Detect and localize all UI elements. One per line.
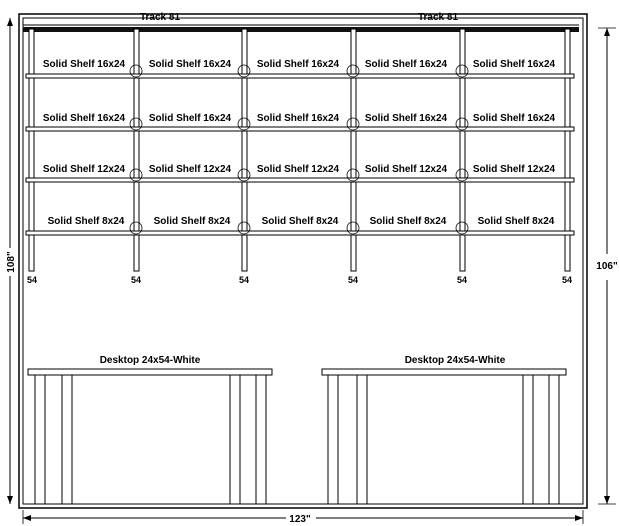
shelf-label: Solid Shelf 16x24 xyxy=(43,113,126,124)
desktop-board xyxy=(27,368,273,376)
bracket-icon xyxy=(237,168,251,182)
bracket-icon xyxy=(346,168,360,182)
upright xyxy=(133,28,140,272)
shelf-label: Solid Shelf 16x24 xyxy=(473,113,556,124)
shelf-label: Solid Shelf 16x24 xyxy=(365,113,448,124)
shelf-label: Solid Shelf 16x24 xyxy=(365,59,448,70)
uprights xyxy=(28,28,571,272)
shelf-label: Solid Shelf 8x24 xyxy=(48,216,125,227)
shelf-label: Solid Shelf 16x24 xyxy=(473,59,556,70)
dimension-width: 123" xyxy=(22,510,584,525)
desk-right: Desktop 24x54-White xyxy=(321,355,567,505)
desk-leg xyxy=(548,374,560,505)
shelf-label: Solid Shelf 8x24 xyxy=(478,216,555,227)
desk-leg xyxy=(356,374,368,505)
upright xyxy=(459,28,466,272)
bracket-icon xyxy=(346,117,360,131)
shelf-board-row-1 xyxy=(25,73,575,79)
bracket-icon xyxy=(237,64,251,78)
upright xyxy=(564,28,571,272)
shelf-label: Solid Shelf 8x24 xyxy=(154,216,231,227)
top-track-bar xyxy=(23,27,579,32)
shelf-label: Solid Shelf 12x24 xyxy=(43,164,126,175)
shelf-label: Solid Shelf 16x24 xyxy=(149,59,232,70)
desk-leg xyxy=(522,374,534,505)
brackets xyxy=(129,64,469,235)
upright-length-label: 54 xyxy=(131,275,141,285)
bracket-icon xyxy=(129,168,143,182)
wall-frame-inner xyxy=(22,17,584,505)
arrow-down-icon xyxy=(7,496,13,504)
upright-length-label: 54 xyxy=(348,275,358,285)
desk-leg xyxy=(61,374,73,505)
shelf-board-row-2 xyxy=(25,126,575,132)
shelf-label: Solid Shelf 16x24 xyxy=(43,59,126,70)
bracket-icon xyxy=(237,221,251,235)
wall-frame-outer xyxy=(18,13,588,509)
bracket-icon xyxy=(129,117,143,131)
dimension-height-left: 108" xyxy=(3,18,17,504)
arrow-up-icon xyxy=(7,18,13,26)
upright-labels: 54 54 54 54 54 54 xyxy=(27,275,572,285)
bracket-icon xyxy=(455,168,469,182)
track-label-right: Track 81 xyxy=(418,12,458,23)
arrow-left-icon xyxy=(23,515,31,521)
desktop-board xyxy=(321,368,567,376)
upright xyxy=(241,28,248,272)
shelf-labels: Solid Shelf 16x24 Solid Shelf 16x24 Soli… xyxy=(43,59,556,227)
shelf-board-row-4 xyxy=(25,230,575,236)
shelf-label: Solid Shelf 16x24 xyxy=(149,113,232,124)
track-label-left: Track 81 xyxy=(140,12,180,23)
desk-left: Desktop 24x54-White xyxy=(27,355,273,505)
shelves xyxy=(25,73,575,236)
arrow-down-icon xyxy=(604,496,610,504)
dimension-label-bg xyxy=(3,248,17,276)
arrow-right-icon xyxy=(575,515,583,521)
shelf-label: Solid Shelf 16x24 xyxy=(257,59,340,70)
dimension-height-right: 106" xyxy=(596,27,618,505)
desk-leg xyxy=(229,374,241,505)
shelf-label: Solid Shelf 12x24 xyxy=(149,164,232,175)
upright xyxy=(28,28,35,272)
upright-length-label: 54 xyxy=(457,275,467,285)
shelf-label: Solid Shelf 16x24 xyxy=(257,113,340,124)
dimension-label-height-left: 108" xyxy=(6,251,17,273)
shelf-label: Solid Shelf 8x24 xyxy=(262,216,339,227)
bracket-icon xyxy=(129,64,143,78)
dimension-label-height-right: 106" xyxy=(596,261,618,272)
desk-label-right: Desktop 24x54-White xyxy=(405,355,506,366)
desk-label-left: Desktop 24x54-White xyxy=(100,355,201,366)
dimension-label-width: 123" xyxy=(289,514,311,525)
shelf-label: Solid Shelf 8x24 xyxy=(370,216,447,227)
upright xyxy=(350,28,357,272)
upright-length-label: 54 xyxy=(27,275,37,285)
desk-leg xyxy=(34,374,46,505)
bracket-icon xyxy=(346,64,360,78)
dimension-label-bg xyxy=(599,254,615,280)
bracket-icon xyxy=(455,221,469,235)
shelf-label: Solid Shelf 12x24 xyxy=(365,164,448,175)
bracket-icon xyxy=(346,221,360,235)
bracket-icon xyxy=(129,221,143,235)
upright-length-label: 54 xyxy=(562,275,572,285)
bracket-icon xyxy=(455,117,469,131)
shelf-board-row-3 xyxy=(25,177,575,183)
desk-leg xyxy=(255,374,267,505)
shelf-label: Solid Shelf 12x24 xyxy=(257,164,340,175)
bracket-icon xyxy=(455,64,469,78)
dimension-label-bg xyxy=(286,512,316,524)
arrow-up-icon xyxy=(604,28,610,36)
shelf-label: Solid Shelf 12x24 xyxy=(473,164,556,175)
upright-length-label: 54 xyxy=(239,275,249,285)
desk-leg xyxy=(327,374,339,505)
bracket-icon xyxy=(237,117,251,131)
